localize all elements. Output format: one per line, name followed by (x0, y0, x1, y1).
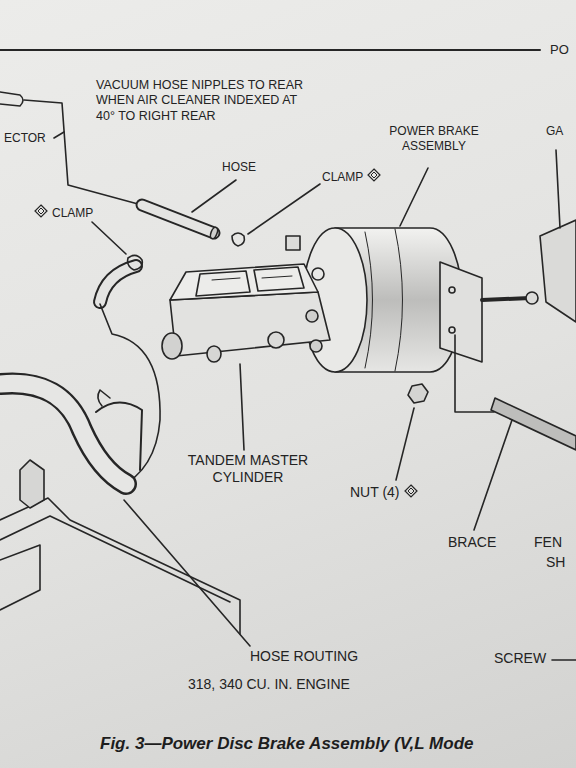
part-label: 318, 340 CU. IN. ENGINE (188, 676, 350, 692)
part-label-box: TANDEM MASTER CYLINDER (168, 452, 328, 486)
leader-line (192, 180, 236, 212)
note-diamond (367, 168, 381, 182)
part-label-box: GA (546, 124, 563, 139)
part-label-box: PO (550, 42, 569, 58)
part-label-box: 318, 340 CU. IN. ENGINE (188, 676, 350, 693)
part-label-box: VACUUM HOSE NIPPLES TO REAR WHEN AIR CLE… (96, 78, 318, 124)
part-label: CLAMP (52, 206, 93, 220)
figure-caption: Fig. 3—Power Disc Brake Assembly (V,L Mo… (100, 734, 474, 753)
leader-line (54, 132, 64, 138)
engine-manifold (0, 460, 240, 634)
leader-line (556, 150, 560, 228)
leader-line (240, 364, 244, 450)
leader-line (124, 500, 250, 646)
part-label-box: CLAMP (322, 168, 385, 185)
leader-line (474, 420, 512, 530)
part-label: SCREW (494, 650, 546, 666)
part-label-box: POWER BRAKE ASSEMBLY (380, 124, 488, 153)
leader-line (400, 168, 428, 226)
master-cylinder (162, 264, 330, 362)
part-label: HOSE (222, 160, 256, 174)
part-label: FEN (534, 534, 562, 550)
part-label: HOSE ROUTING (250, 648, 358, 664)
part-label-box: FEN (534, 534, 562, 551)
part-label-box: SH (546, 554, 565, 571)
part-label: NUT (4) (350, 484, 400, 500)
part-label: SH (546, 554, 565, 570)
note-diamond (34, 204, 48, 218)
part-label-box: CLAMP (30, 204, 93, 221)
part-label: VACUUM HOSE NIPPLES TO REAR WHEN AIR CLE… (96, 78, 303, 123)
hose-clamp (128, 255, 143, 270)
nut (408, 384, 428, 403)
firewall-plate (540, 220, 576, 322)
part-label-box: HOSE (222, 160, 256, 175)
figure-caption-box: Fig. 3—Power Disc Brake Assembly (V,L Mo… (100, 734, 474, 754)
leader-line (396, 408, 414, 480)
part-label: BRACE (448, 534, 496, 550)
leader-line (92, 222, 126, 254)
part-label: TANDEM MASTER CYLINDER (188, 452, 308, 485)
part-label: CLAMP (322, 170, 363, 184)
vacuum-hose (100, 266, 136, 302)
part-label-box: HOSE ROUTING (250, 648, 358, 665)
part-label: GA (546, 124, 563, 138)
hose-clamp (232, 233, 244, 246)
mounting-bracket (440, 262, 538, 412)
part-label: POWER BRAKE ASSEMBLY (389, 124, 478, 153)
hose-stub (0, 92, 23, 106)
part-label-box: NUT (4) (350, 484, 422, 501)
rule-line (0, 49, 540, 51)
part-label-box: SCREW (494, 650, 546, 667)
part-label: ECTOR (4, 131, 46, 145)
vacuum-hose (142, 205, 219, 240)
leader-line (552, 659, 576, 661)
part-label-box: ECTOR (4, 131, 46, 146)
leader-line (248, 184, 320, 234)
part-label-box: BRACE (448, 534, 496, 551)
note-diamond (404, 484, 418, 498)
part-label: PO (550, 42, 569, 57)
